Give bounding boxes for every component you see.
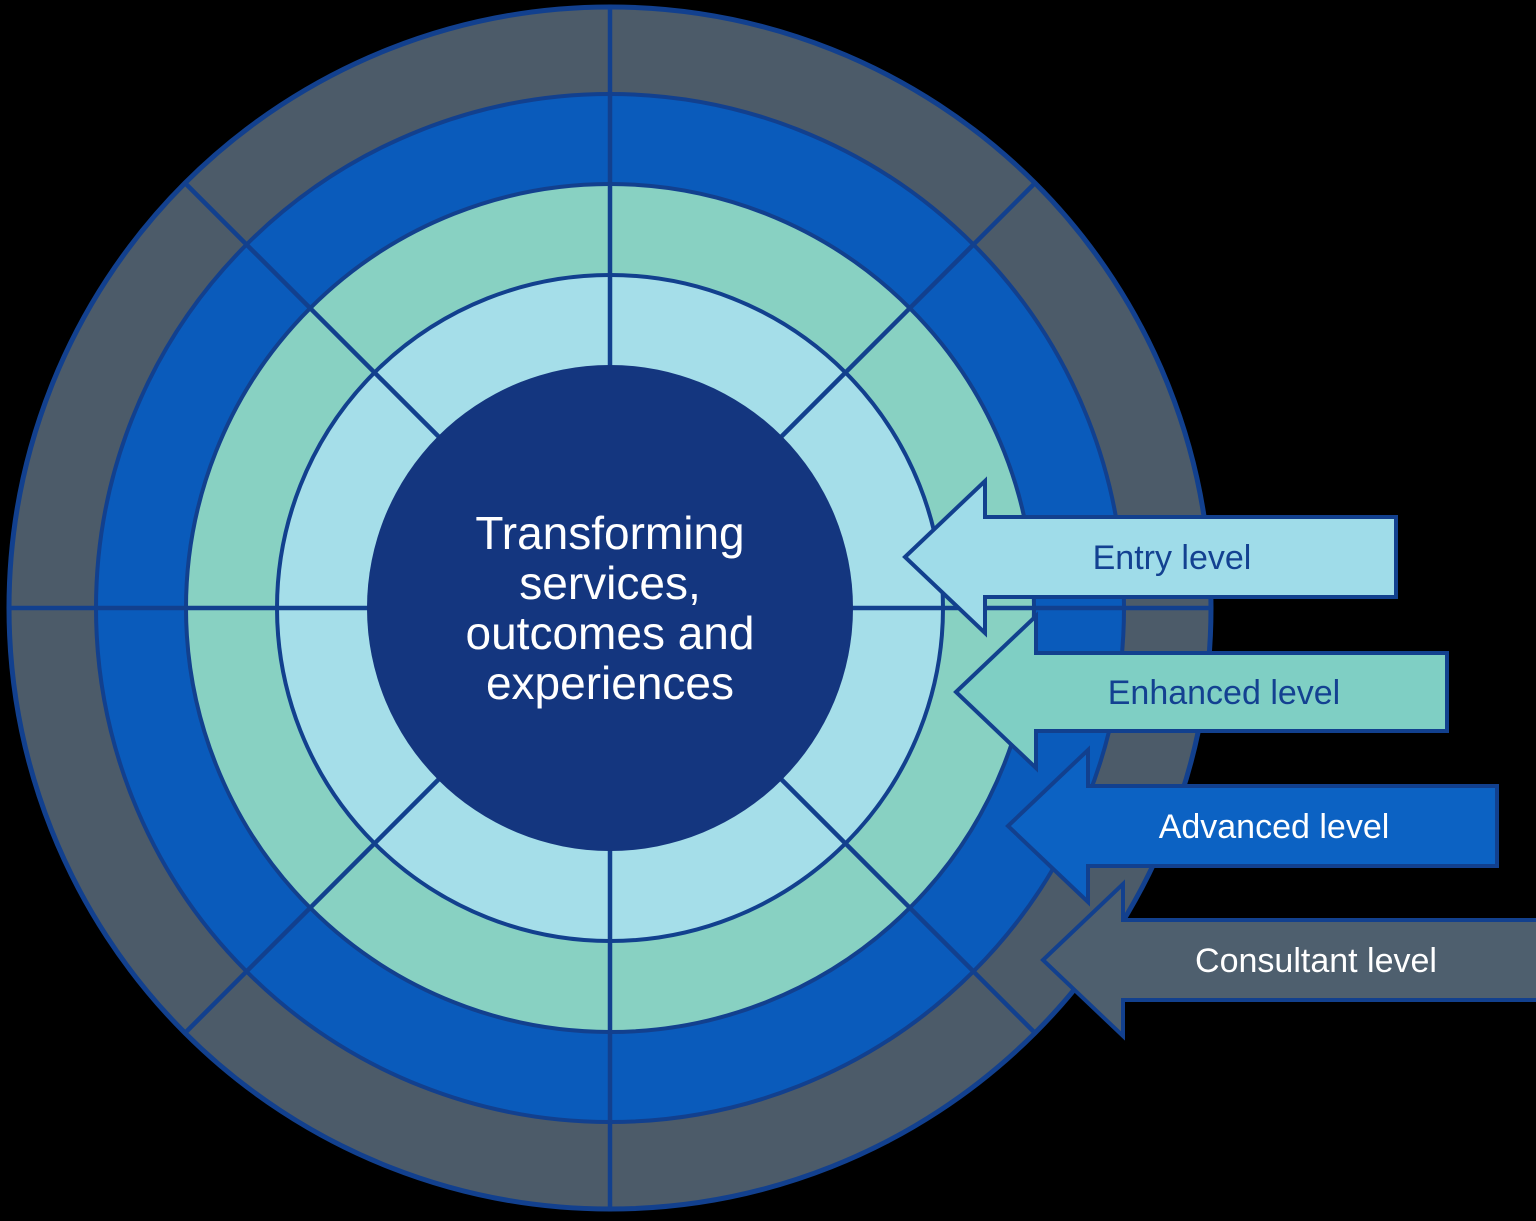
consultant-level-arrow-shape: [1040, 879, 1536, 1041]
advanced-level-arrow-shape: [1005, 745, 1499, 907]
consultant-level-arrow-label: Consultant level: [1195, 942, 1437, 980]
consultant-level-arrow: Consultant level: [1040, 879, 1536, 1041]
ring-divider-northeast: [776, 180, 1038, 442]
center-label-line-2: services,: [519, 557, 700, 609]
entry-level-arrow-label: Entry level: [1093, 539, 1252, 577]
enhanced-level-arrow-shape: [953, 611, 1449, 773]
center-label-line-1: Transforming: [475, 507, 744, 559]
enhanced-level-arrow: Enhanced level: [953, 611, 1449, 773]
ring-divider-southeast: [776, 774, 1038, 1036]
entry-level-arrow: Entry level: [902, 476, 1398, 638]
entry-level-arrow-shape: [902, 476, 1398, 638]
ring-divider-southwest: [182, 774, 444, 1036]
center-circle: [367, 365, 853, 851]
center-label: Transforming services, outcomes and expe…: [466, 507, 755, 709]
center-label-line-3: outcomes and: [466, 607, 755, 659]
advanced-level-arrow-label: Advanced level: [1159, 808, 1390, 846]
ring-divider-northwest: [182, 180, 444, 442]
enhanced-level-arrow-label: Enhanced level: [1108, 674, 1341, 712]
ring-dividers: [8, 6, 1212, 1210]
center-label-line-4: experiences: [486, 657, 734, 709]
advanced-level-arrow: Advanced level: [1005, 745, 1499, 907]
